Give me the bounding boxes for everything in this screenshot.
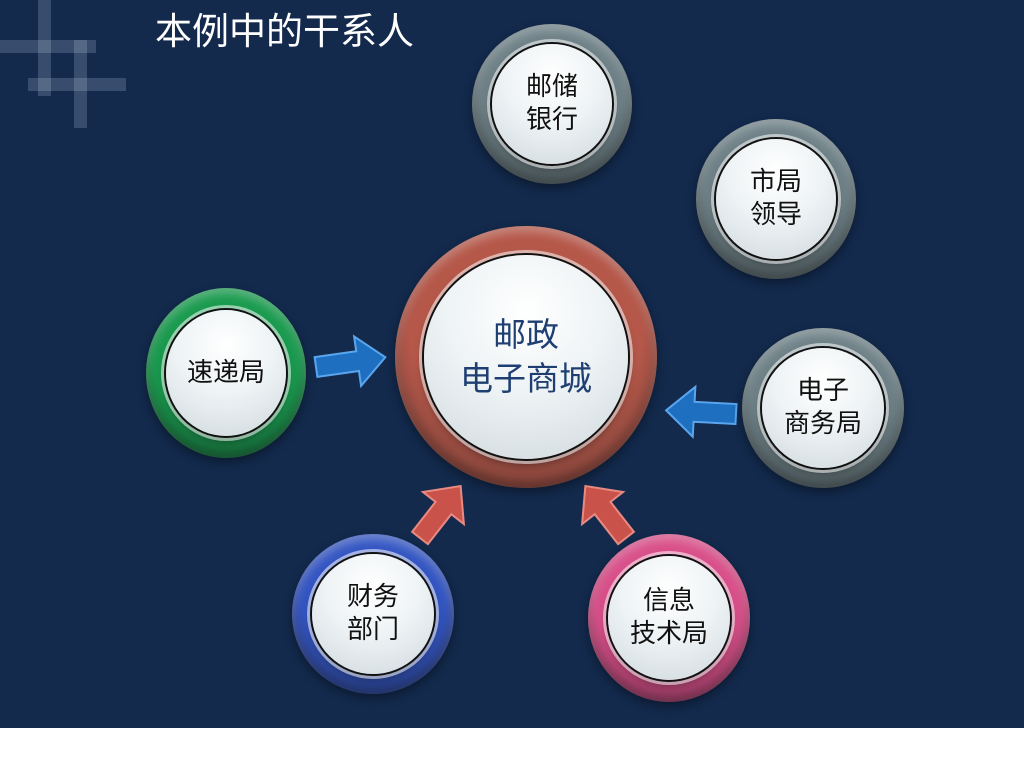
stakeholder-node: 财务 部门 <box>292 534 454 694</box>
center-node: 邮政 电子商城 <box>395 226 657 488</box>
deco-cross-bar <box>28 78 126 91</box>
stakeholder-face: 财务 部门 <box>312 554 434 674</box>
stakeholder-label: 信息 技术局 <box>629 586 708 649</box>
stakeholder-label: 财务 部门 <box>346 582 399 645</box>
page-title: 本例中的干系人 <box>155 10 414 53</box>
stakeholder-face: 电子 商务局 <box>762 348 884 468</box>
stakeholder-label: 电子 商务局 <box>783 376 862 439</box>
stakeholder-face: 速递局 <box>166 310 286 436</box>
arrow-right-to-center <box>313 334 387 389</box>
stakeholder-node: 市局 领导 <box>696 119 856 279</box>
stakeholder-node: 邮储 银行 <box>472 24 632 184</box>
arrow-up-from-finance <box>410 484 466 546</box>
arrow-left-to-center <box>664 384 738 440</box>
stakeholder-label: 市局 领导 <box>749 167 802 230</box>
stakeholder-face: 市局 领导 <box>716 139 836 259</box>
stakeholder-node: 速递局 <box>146 288 306 458</box>
stakeholder-label: 邮储 银行 <box>525 72 578 135</box>
stakeholder-face: 邮储 银行 <box>492 44 612 164</box>
deco-cross-bar <box>0 40 96 53</box>
deco-cross-bar <box>38 0 51 96</box>
stakeholder-node: 信息 技术局 <box>588 534 750 702</box>
deco-cross-bar <box>74 40 87 128</box>
stakeholder-face: 信息 技术局 <box>608 556 730 680</box>
stakeholder-node: 电子 商务局 <box>742 328 904 488</box>
bottom-strip <box>0 728 1024 768</box>
stakeholder-label: 速递局 <box>186 357 265 388</box>
slide: 本例中的干系人 邮政 电子商城 邮储 银行 市局 领导 速递局 电子 商务局 <box>0 0 1024 728</box>
center-label: 邮政 电子商城 <box>460 315 592 398</box>
center-face: 邮政 电子商城 <box>424 255 628 459</box>
